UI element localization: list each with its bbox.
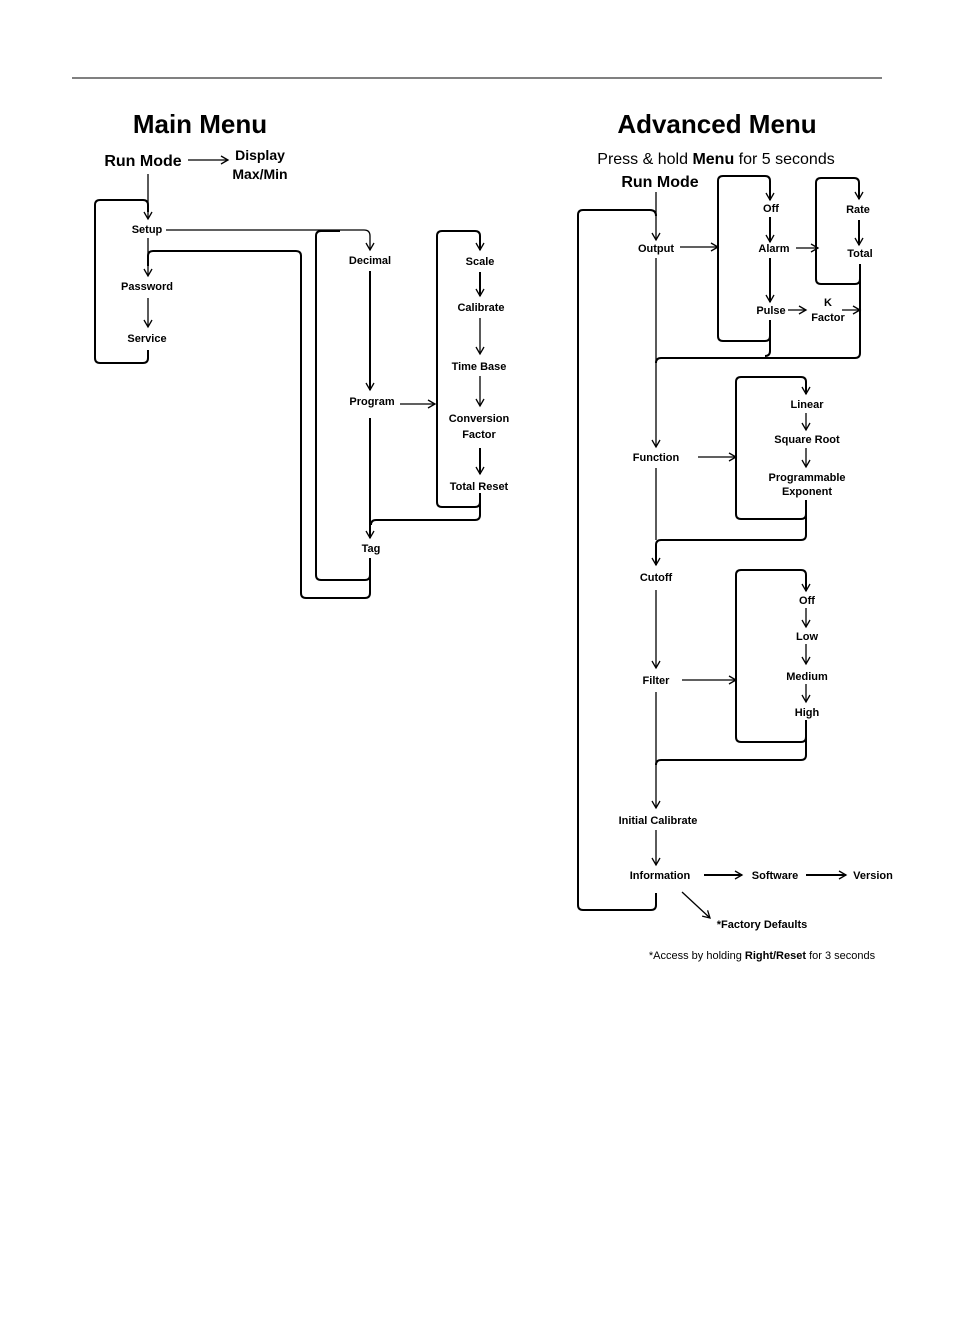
footnote: *Access by holding Right/Reset for 3 sec… xyxy=(649,950,876,962)
filter-item: Filter xyxy=(643,675,671,687)
time-base-item: Time Base xyxy=(452,361,507,373)
conversion-item: Conversion xyxy=(449,413,510,425)
max-min-label: Max/Min xyxy=(232,166,287,182)
rate-item: Rate xyxy=(846,204,870,216)
output-off-item: Off xyxy=(763,203,779,215)
calibrate-item: Calibrate xyxy=(457,302,504,314)
main-menu-title: Main Menu xyxy=(133,109,267,139)
program-item: Program xyxy=(349,396,394,408)
k-item: K xyxy=(824,297,832,309)
advanced-menu: Advanced Menu Press & hold Menu for 5 se… xyxy=(577,109,893,962)
k-factor-item: Factor xyxy=(811,312,845,324)
setup-item: Setup xyxy=(132,224,163,236)
advanced-menu-arrows xyxy=(577,175,864,919)
service-item: Service xyxy=(127,333,166,345)
password-item: Password xyxy=(121,281,173,293)
main-menu: Main Menu Run Mode Display Max/Min Setup… xyxy=(94,109,510,599)
filter-medium-item: Medium xyxy=(786,671,828,683)
total-item: Total xyxy=(847,248,872,260)
filter-off-item: Off xyxy=(799,595,815,607)
square-root-item: Square Root xyxy=(774,434,840,446)
scale-item: Scale xyxy=(466,256,495,268)
advanced-instruction: Press & hold Menu for 5 seconds xyxy=(597,151,834,168)
decimal-item: Decimal xyxy=(349,255,391,267)
filter-low-item: Low xyxy=(796,631,818,643)
pulse-item: Pulse xyxy=(756,305,785,317)
initial-calibrate-item: Initial Calibrate xyxy=(619,815,698,827)
display-label: Display xyxy=(235,147,285,163)
adv-run-mode-label: Run Mode xyxy=(621,174,698,191)
filter-high-item: High xyxy=(795,707,820,719)
factory-defaults-item: *Factory Defaults xyxy=(717,919,807,931)
main-menu-arrows xyxy=(94,155,485,599)
information-item: Information xyxy=(630,870,691,882)
run-mode-label: Run Mode xyxy=(104,153,181,170)
exponent-item: Exponent xyxy=(782,486,832,498)
cutoff-item: Cutoff xyxy=(640,572,673,584)
total-reset-item: Total Reset xyxy=(450,481,509,493)
alarm-item: Alarm xyxy=(758,243,789,255)
function-item: Function xyxy=(633,452,680,464)
version-item: Version xyxy=(853,870,893,882)
programmable-item: Programmable xyxy=(768,472,845,484)
tag-item: Tag xyxy=(362,543,381,555)
advanced-menu-title: Advanced Menu xyxy=(617,109,816,139)
software-item: Software xyxy=(752,870,798,882)
linear-item: Linear xyxy=(790,399,824,411)
output-item: Output xyxy=(638,243,674,255)
conversion-factor-item: Factor xyxy=(462,429,496,441)
